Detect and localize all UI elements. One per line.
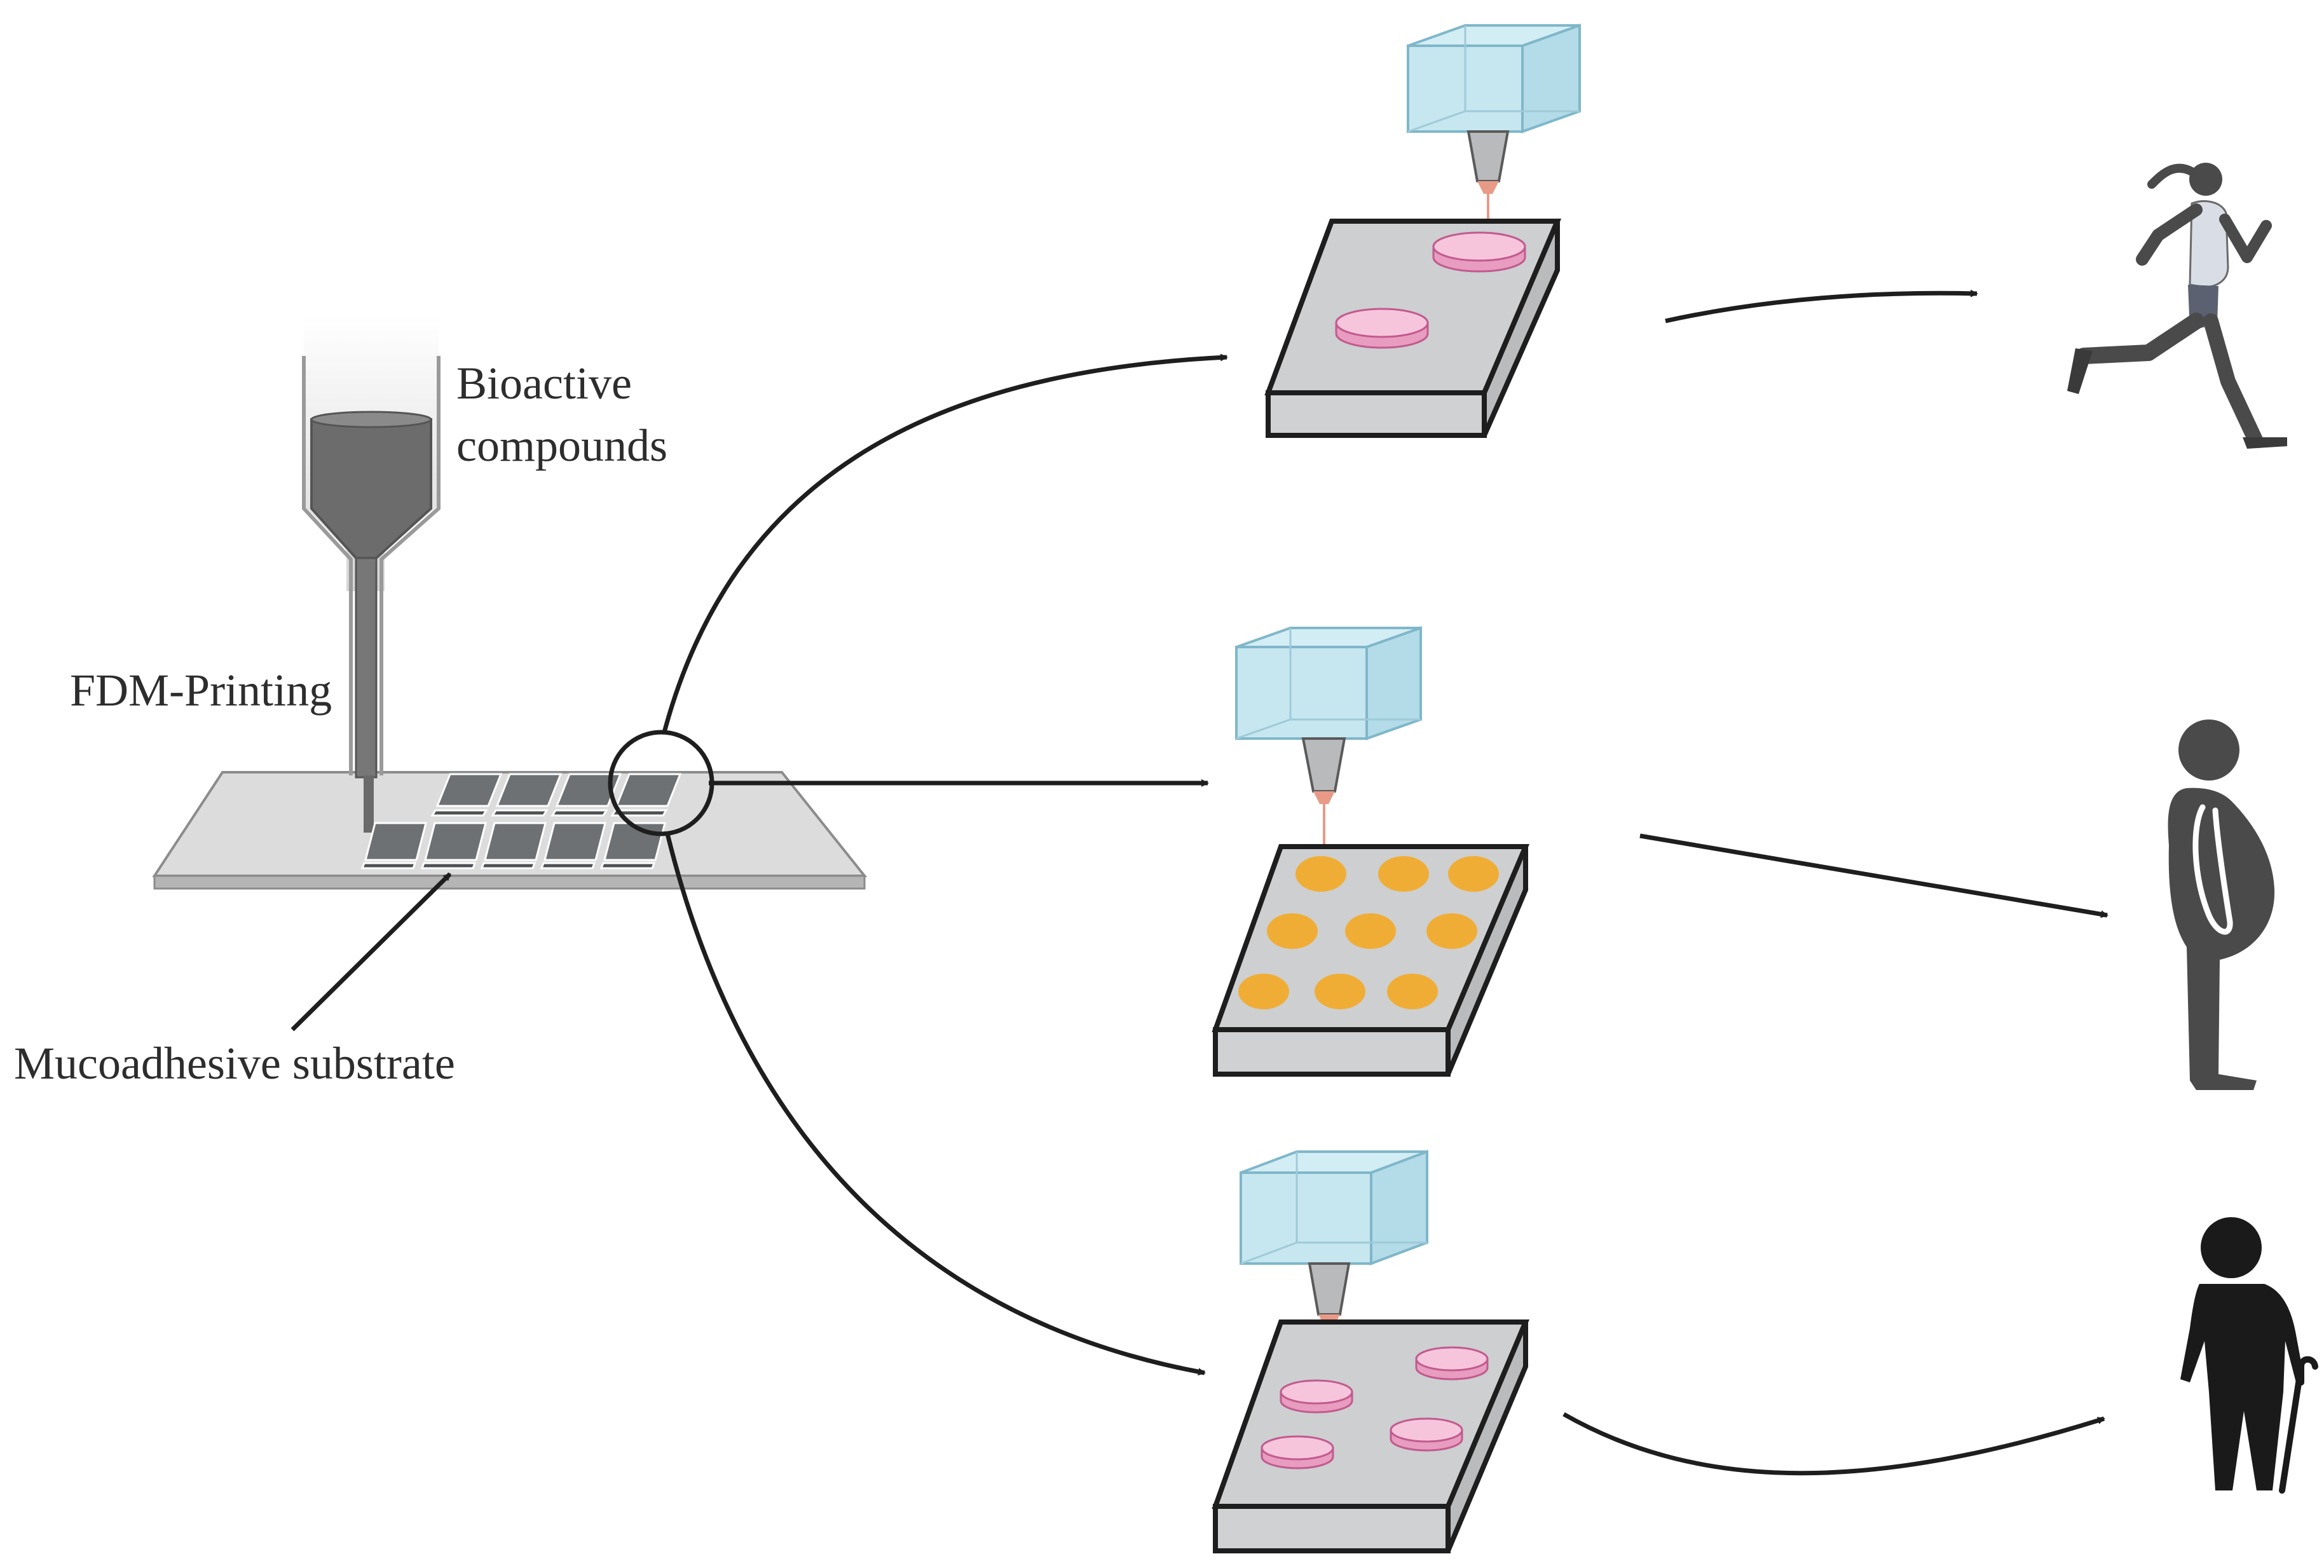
runner-icon [2067, 163, 2287, 449]
substrate-pointer-arrow [290, 872, 452, 1032]
syringe-needle [355, 557, 378, 779]
arrow-to-runner [1665, 289, 1978, 324]
syringe-outline [302, 356, 441, 775]
arrow-to-top-plate [662, 353, 1228, 733]
station-middle [1212, 626, 1530, 1077]
elderly-person-with-cane-icon [2180, 1217, 2318, 1494]
discs-bottom [1261, 1346, 1489, 1469]
pregnant-person-icon [2168, 719, 2275, 1090]
film-tiles [360, 773, 682, 869]
fdm-printer [152, 315, 868, 1032]
printhead-middle [1235, 626, 1422, 855]
printhead-top [1407, 24, 1581, 232]
fdm-printing-label: FDM-Printing [70, 665, 332, 716]
station-bottom [1212, 1150, 1530, 1553]
plate-top [1264, 219, 1562, 438]
outcome-arrows [1562, 289, 2109, 1476]
station-top [1264, 24, 1581, 438]
arrow-to-pregnant [1639, 833, 2109, 918]
mucoadhesive-substrate-label: Mucoadhesive substrate [14, 1038, 455, 1089]
branch-arrows [662, 353, 1228, 1376]
substrate-sheet-edge [153, 875, 866, 890]
arrow-to-bottom-plate [665, 833, 1206, 1376]
bioactive-label-line1: Bioactive [456, 358, 632, 409]
bioactive-label-line2: compounds [456, 420, 667, 471]
discs-top [1335, 231, 1526, 349]
arrow-to-elderly [1562, 1412, 2105, 1476]
orange-dots [1238, 856, 1499, 1009]
printhead-bottom [1240, 1150, 1428, 1382]
